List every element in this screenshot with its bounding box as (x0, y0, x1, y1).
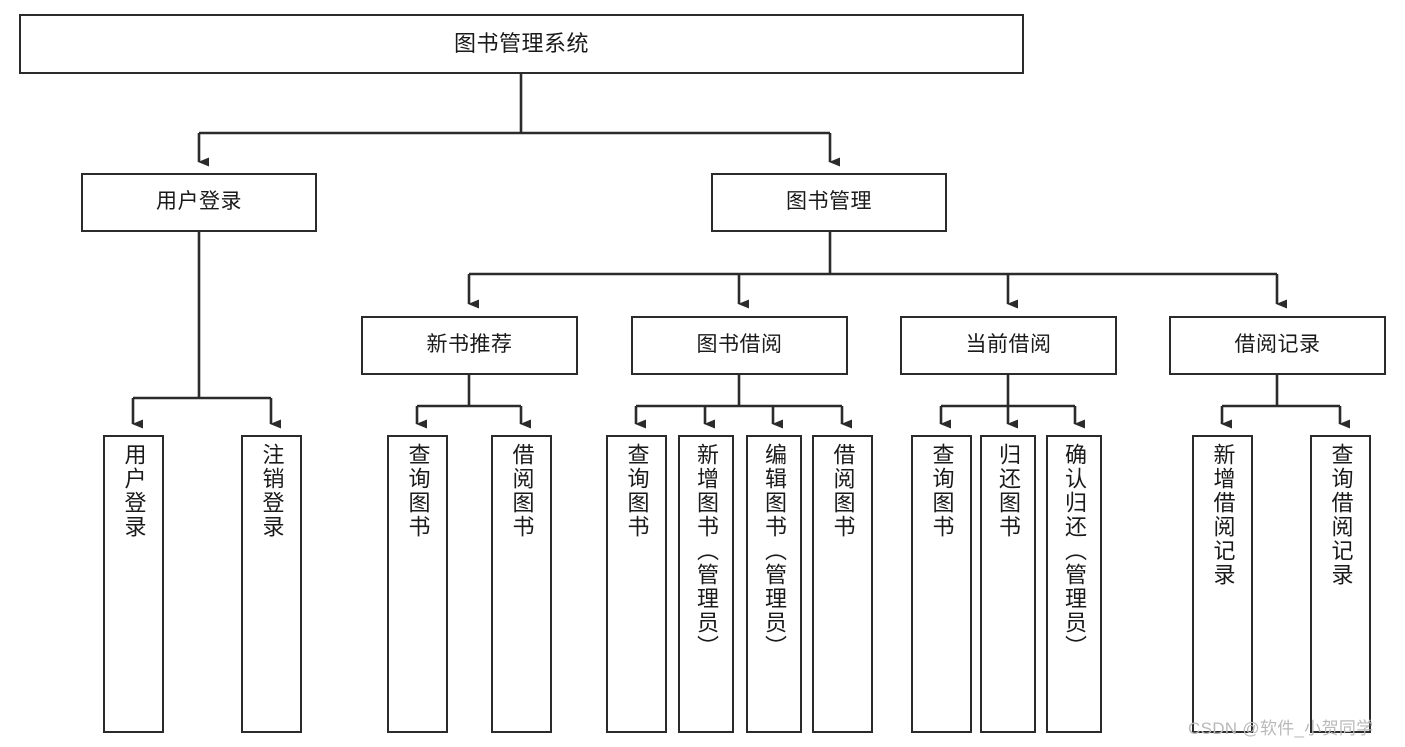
leaf-user-login-signin-label: 用户登录 (121, 443, 147, 539)
leaf-user-login-signin[interactable]: 用户登录 (103, 435, 164, 733)
leaf-book-borrow-lend-label: 借阅图书 (830, 443, 856, 539)
node-user-login[interactable]: 用户登录 (81, 173, 317, 232)
node-book-management[interactable]: 图书管理 (711, 173, 947, 232)
node-book-borrow-label: 图书借阅 (696, 333, 783, 357)
watermark-text: CSDN @软件_小贺同学 (1188, 719, 1374, 738)
leaf-current-borrow-confirm-label: 确认归还（管理员） (1062, 443, 1087, 659)
leaf-book-borrow-query[interactable]: 查询图书 (606, 435, 667, 733)
node-new-book-recommend-label: 新书推荐 (426, 333, 513, 357)
leaf-book-borrow-edit-label: 编辑图书（管理员） (762, 443, 787, 659)
leaf-user-login-signout-label: 注销登录 (259, 443, 285, 539)
leaf-book-borrow-lend[interactable]: 借阅图书 (812, 435, 873, 733)
node-user-login-label: 用户登录 (156, 190, 242, 214)
leaf-borrow-record-query-label: 查询借阅记录 (1328, 443, 1354, 587)
node-current-borrow[interactable]: 当前借阅 (900, 316, 1117, 375)
node-root-system-label: 图书管理系统 (453, 31, 589, 57)
leaf-current-borrow-query-label: 查询图书 (929, 443, 955, 539)
node-new-book-recommend[interactable]: 新书推荐 (361, 316, 578, 375)
leaf-new-book-query[interactable]: 查询图书 (387, 435, 448, 733)
node-current-borrow-label: 当前借阅 (965, 333, 1052, 357)
leaf-user-login-signout[interactable]: 注销登录 (241, 435, 302, 733)
leaf-new-book-borrow-label: 借阅图书 (509, 443, 535, 539)
node-book-borrow[interactable]: 图书借阅 (631, 316, 848, 375)
node-borrow-record[interactable]: 借阅记录 (1169, 316, 1386, 375)
leaf-book-borrow-add[interactable]: 新增图书（管理员） (678, 435, 734, 733)
leaf-book-borrow-edit[interactable]: 编辑图书（管理员） (746, 435, 802, 733)
leaf-borrow-record-add[interactable]: 新增借阅记录 (1192, 435, 1253, 733)
leaf-current-borrow-confirm[interactable]: 确认归还（管理员） (1046, 435, 1102, 733)
leaf-book-borrow-add-label: 新增图书（管理员） (694, 443, 719, 659)
leaf-new-book-query-label: 查询图书 (405, 443, 431, 539)
leaf-new-book-borrow[interactable]: 借阅图书 (491, 435, 552, 733)
leaf-borrow-record-add-label: 新增借阅记录 (1210, 443, 1236, 587)
node-book-management-label: 图书管理 (786, 190, 872, 214)
node-borrow-record-label: 借阅记录 (1234, 333, 1321, 357)
node-root-system[interactable]: 图书管理系统 (19, 14, 1024, 74)
leaf-book-borrow-query-label: 查询图书 (624, 443, 650, 539)
leaf-current-borrow-query[interactable]: 查询图书 (911, 435, 972, 733)
leaf-current-borrow-return[interactable]: 归还图书 (980, 435, 1036, 733)
leaf-borrow-record-query[interactable]: 查询借阅记录 (1310, 435, 1371, 733)
leaf-current-borrow-return-label: 归还图书 (996, 443, 1021, 539)
